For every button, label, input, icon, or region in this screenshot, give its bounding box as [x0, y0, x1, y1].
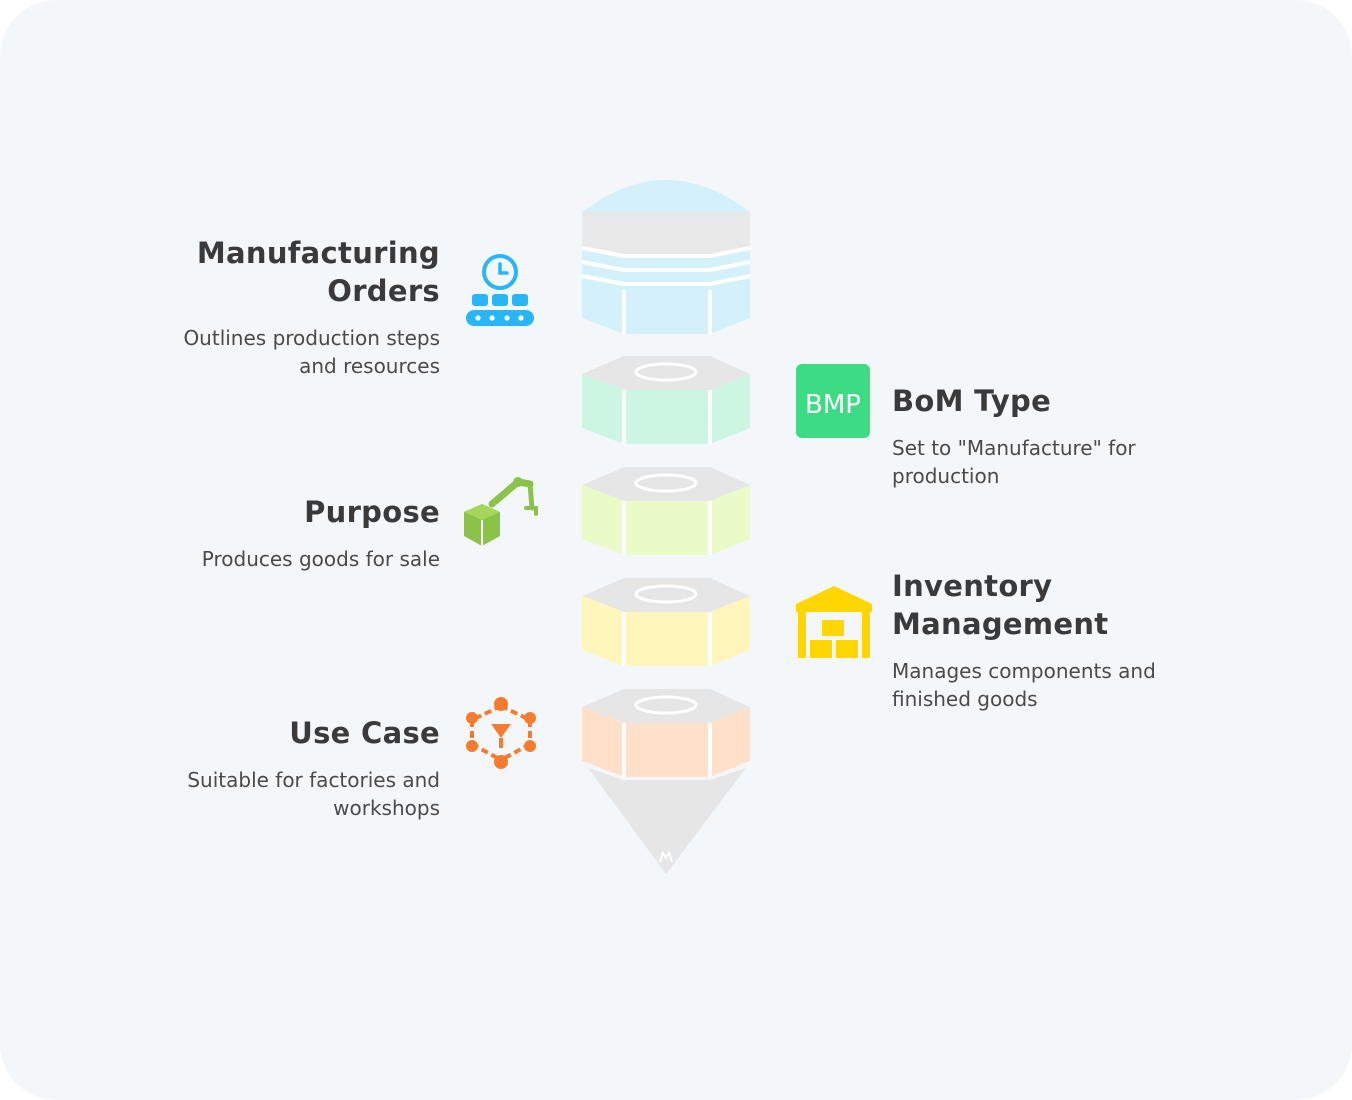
item-title: BoM Type: [892, 384, 1052, 418]
network-nodes-icon: [466, 697, 536, 769]
conveyor-clock-icon: [466, 254, 534, 326]
item-title: Manufacturing Orders: [196, 236, 440, 308]
stack-tier-2: [582, 356, 750, 444]
stack-cone-tip: [588, 768, 746, 874]
item-description: Manages components and finished goods: [892, 659, 1156, 711]
item-description: Suitable for factories and workshops: [187, 768, 440, 820]
item-purpose: Purpose Produces goods for sale: [40, 493, 440, 573]
warehouse-icon: [796, 586, 872, 658]
item-inventory-management: Inventory Management Manages components …: [892, 567, 1312, 713]
item-bom-type: BoM Type Set to "Manufacture" for produc…: [892, 382, 1292, 490]
item-title: Use Case: [289, 716, 440, 750]
item-use-case: Use Case Suitable for factories and work…: [40, 714, 440, 822]
bmp-badge-icon: BMP: [796, 364, 870, 438]
item-description: Set to "Manufacture" for production: [892, 436, 1136, 488]
item-description: Outlines production steps and resources: [183, 326, 440, 378]
stack-tier-1: [581, 180, 751, 334]
item-title: Inventory Management: [892, 569, 1109, 641]
item-title: Purpose: [304, 495, 440, 529]
item-manufacturing-orders: Manufacturing Orders Outlines production…: [40, 234, 440, 380]
stack-tier-4: [582, 578, 750, 666]
svg-text:BMP: BMP: [805, 390, 861, 420]
stack-tier-3: [582, 467, 750, 555]
robot-arm-icon: [464, 477, 538, 546]
stack-tier-5: [582, 689, 750, 777]
item-description: Produces goods for sale: [201, 547, 440, 571]
